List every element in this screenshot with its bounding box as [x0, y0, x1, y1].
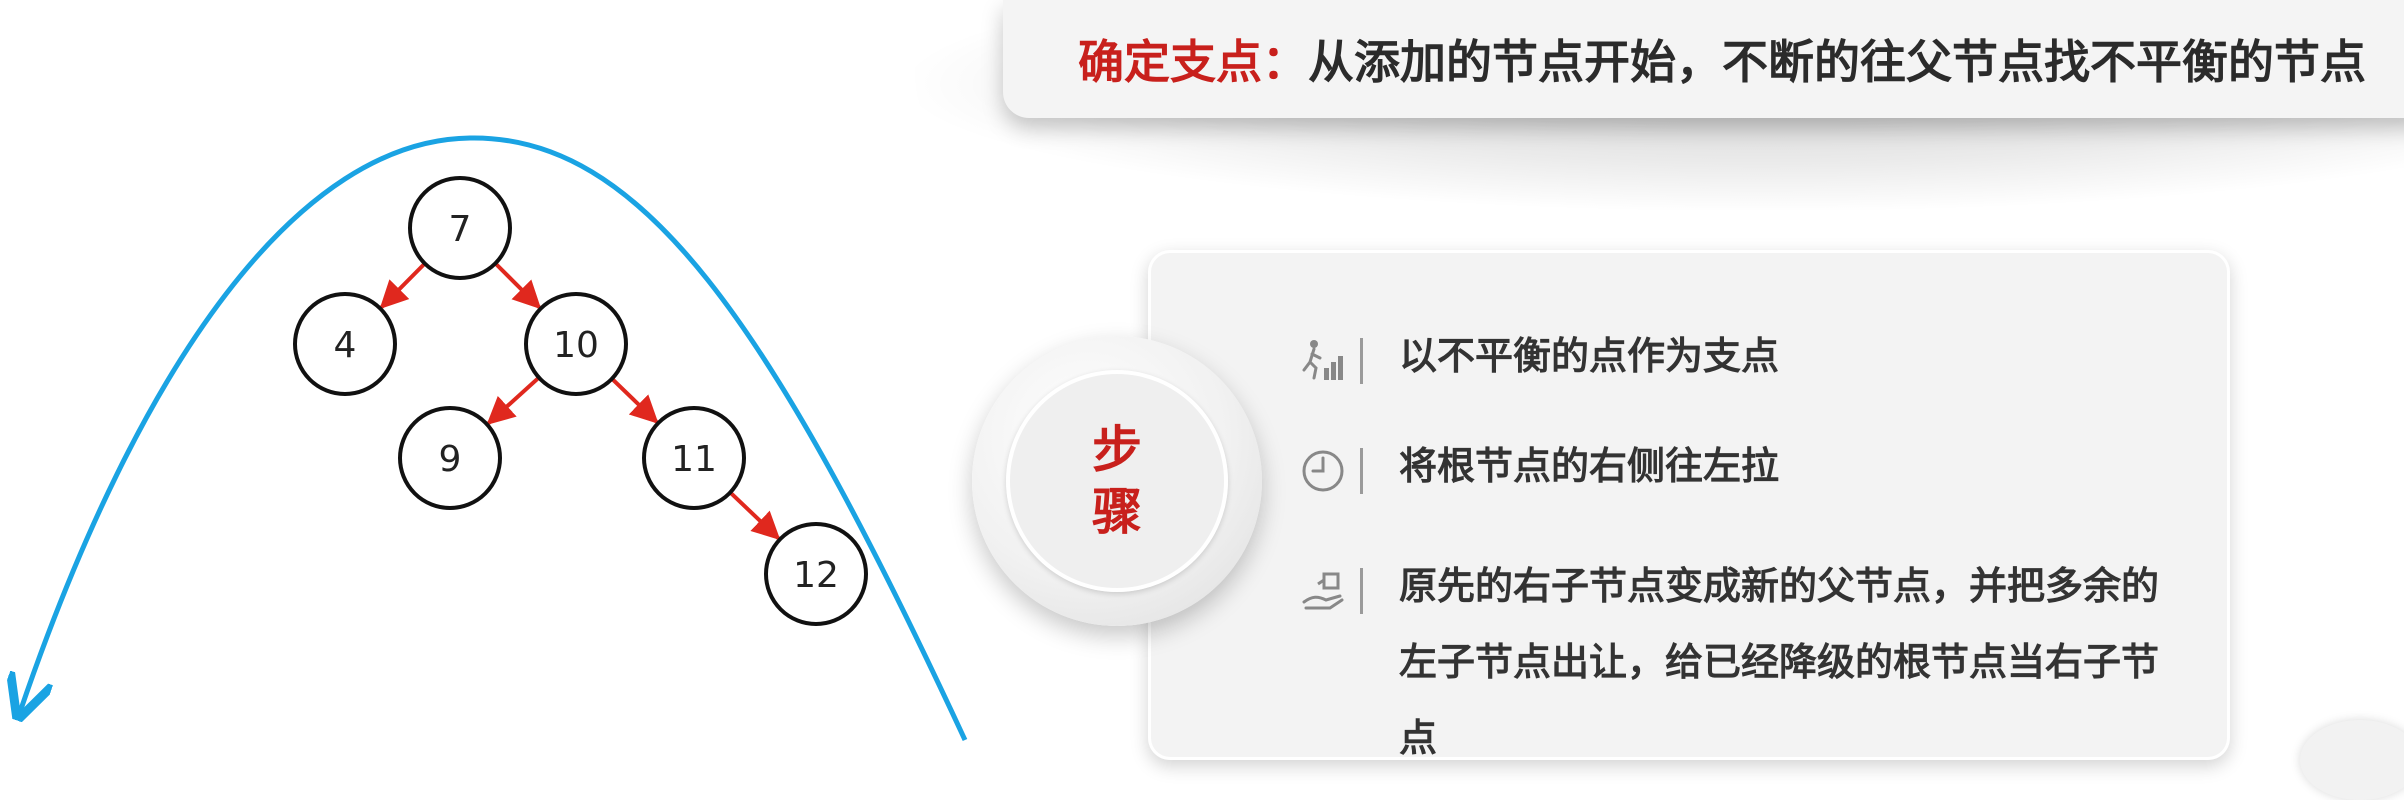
step-text-3: 原先的右子节点变成新的父节点，并把多余的左子节点出让，给已经降级的根节点当右子节…	[1399, 564, 2160, 760]
tree-node-label: 10	[553, 325, 599, 366]
rotation-arrow	[20, 135, 968, 742]
tree-node-label: 7	[449, 209, 472, 250]
climbing-person-icon	[1302, 340, 1343, 380]
clock-icon	[1302, 450, 1344, 492]
tree-node: 10	[524, 292, 628, 396]
step-text-1: 以不平衡的点作为支点	[1399, 334, 1780, 378]
title-banner: 确定支点： 从添加的节点开始，不断的往父节点找不平衡的节点	[1003, 0, 2404, 118]
title-text: 从添加的节点开始，不断的往父节点找不平衡的节点	[1308, 35, 2366, 89]
steps-badge-inner: 步 骤	[1006, 370, 1228, 592]
corner-decoration	[2300, 720, 2404, 800]
tree-node: 11	[642, 406, 746, 510]
tree-node-circle	[524, 292, 628, 396]
step-separator	[1360, 448, 1363, 494]
tree-node: 7	[408, 176, 512, 280]
tree-node-circle	[764, 522, 868, 626]
tree-node-circle	[398, 406, 502, 510]
tree-node-circle	[408, 176, 512, 280]
step-item-2: 将根节点的右侧往左拉	[1300, 440, 2159, 504]
tree-node: 9	[398, 406, 502, 510]
tree-edge	[379, 262, 427, 310]
tree-edge	[610, 377, 659, 424]
steps-panel	[1148, 250, 2230, 760]
tree-node-circle	[642, 406, 746, 510]
tree-node: 12	[764, 522, 868, 626]
tree-edge	[728, 491, 781, 541]
tree-edge	[486, 376, 541, 425]
step-separator	[1360, 338, 1363, 384]
hand-giving-icon	[1302, 572, 1344, 610]
tree-node-label: 4	[334, 325, 357, 366]
steps-badge-char-2: 骤	[1092, 483, 1142, 541]
step-separator	[1360, 568, 1363, 614]
step-text-2: 将根节点的右侧往左拉	[1399, 444, 1780, 488]
step-item-1: 以不平衡的点作为支点	[1300, 330, 2159, 394]
tree-node-label: 11	[671, 439, 717, 480]
tree-node-label: 9	[439, 439, 462, 480]
steps-badge: 步 骤	[972, 336, 1262, 626]
tree-node-label: 12	[793, 555, 839, 596]
step-item-3: 原先的右子节点变成新的父节点，并把多余的左子节点出让，给已经降级的根节点当右子节…	[1300, 560, 2159, 776]
tree-edge	[493, 261, 542, 310]
steps-badge-char-1: 步	[1092, 421, 1142, 479]
tree-node: 4	[293, 292, 397, 396]
tree-node-circle	[293, 292, 397, 396]
avl-tree-diagram: 7 4 10 9 11 12	[0, 135, 968, 742]
title-key: 确定支点：	[1078, 35, 1308, 89]
